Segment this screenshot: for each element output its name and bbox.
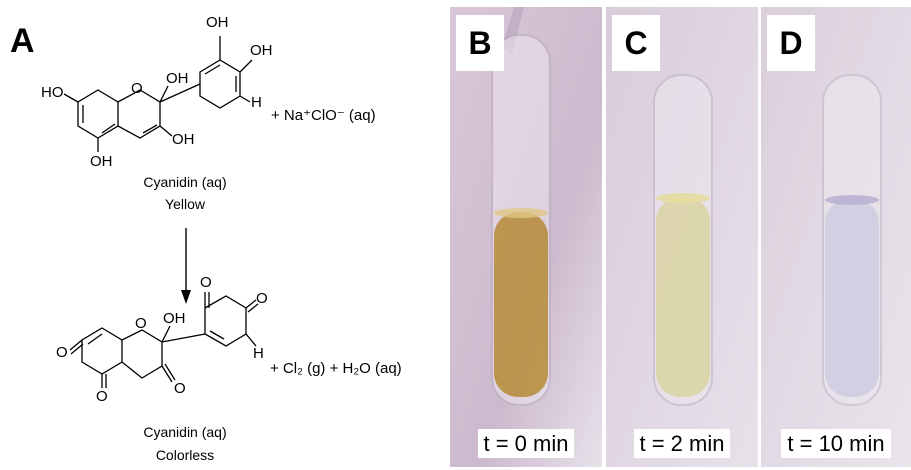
product-h: H: [253, 345, 264, 362]
reaction-structures: [63, 36, 259, 388]
product-ring-o: O: [135, 315, 147, 332]
byproducts-text: + Cl₂ (g) + H₂O (aq): [270, 360, 402, 377]
panel-label-c: C: [612, 15, 660, 71]
time-label-c: t = 2 min: [606, 429, 758, 458]
panel-label-a: A: [10, 22, 35, 60]
time-text-b: t = 0 min: [477, 429, 575, 458]
time-text-d: t = 10 min: [781, 429, 891, 458]
liquid-c: [656, 197, 710, 397]
test-tube-photo-b: [450, 7, 602, 467]
reactant-oh-top2: OH: [250, 42, 273, 59]
product-o-left: O: [56, 344, 68, 361]
product-o-right: O: [256, 290, 268, 307]
photo-panel-c: C t = 2 min: [606, 7, 758, 467]
test-tube-photo-c: [606, 7, 758, 467]
reactant-ring-o: O: [131, 80, 143, 97]
panel-label-d: D: [767, 15, 815, 71]
reactant-color-label: Yellow: [165, 196, 205, 212]
reaction-scheme: A: [0, 0, 450, 470]
reactant-ho-left: HO: [41, 84, 64, 101]
reactant-oh-center: OH: [166, 70, 189, 87]
liquid-d: [825, 199, 879, 397]
reagent-text: + Na⁺ClO⁻ (aq): [271, 107, 376, 124]
product-o-bottom: O: [96, 388, 108, 405]
photo-panel-d: D t = 10 min: [761, 7, 911, 467]
photo-panel-b: B t = 0 min: [450, 7, 602, 467]
reactant-oh-c3: OH: [172, 131, 195, 148]
reactant-structure: [63, 36, 253, 152]
time-label-b: t = 0 min: [450, 429, 602, 458]
reactant-oh-bottom: OH: [90, 153, 113, 170]
product-oh: OH: [163, 310, 186, 327]
product-structure: [69, 292, 259, 388]
reactant-name: Cyanidin (aq): [143, 174, 227, 190]
reactant-oh-top1: OH: [206, 14, 229, 31]
product-o-c4: O: [174, 380, 186, 397]
product-color-label: Colorless: [155, 447, 215, 463]
reaction-arrow: [181, 228, 191, 304]
product-o-top: O: [200, 274, 212, 291]
test-tube-photo-d: [761, 7, 911, 467]
reactant-h: H: [251, 94, 262, 111]
time-label-d: t = 10 min: [761, 429, 911, 458]
liquid-b: [494, 212, 548, 397]
panel-label-b: B: [456, 15, 504, 71]
time-text-c: t = 2 min: [633, 429, 731, 458]
product-name: Cyanidin (aq): [143, 424, 227, 440]
